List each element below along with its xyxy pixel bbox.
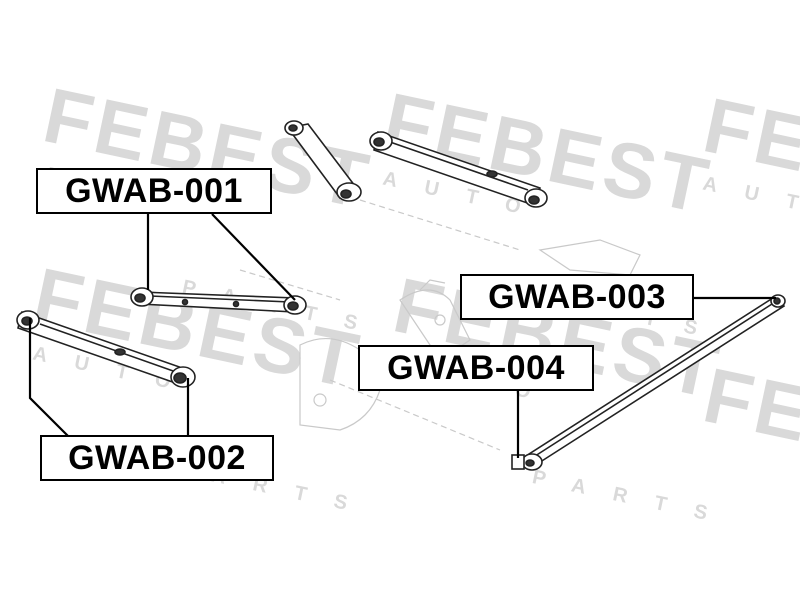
watermark-line-b: PARTS [530, 466, 736, 530]
watermark-brand: FEBEST [696, 81, 800, 236]
part-gwab-001-arm [130, 287, 307, 315]
leader-lines [28, 213, 776, 458]
callout-gwab-001: GWAB-001 [36, 168, 272, 214]
callout-gwab-002: GWAB-002 [40, 435, 274, 481]
watermark-brand: FEBEST [696, 351, 800, 506]
part-gwab-002-arm [16, 310, 196, 388]
leader-gwab-001-b [211, 213, 296, 301]
leader-gwab-002-a [28, 318, 69, 437]
callout-gwab-003: GWAB-003 [460, 274, 694, 320]
part-upper-link [284, 120, 362, 202]
callout-gwab-004: GWAB-004 [358, 345, 594, 391]
watermark-6: FEBEST [696, 351, 800, 506]
part-upper-long-arm [369, 130, 548, 208]
